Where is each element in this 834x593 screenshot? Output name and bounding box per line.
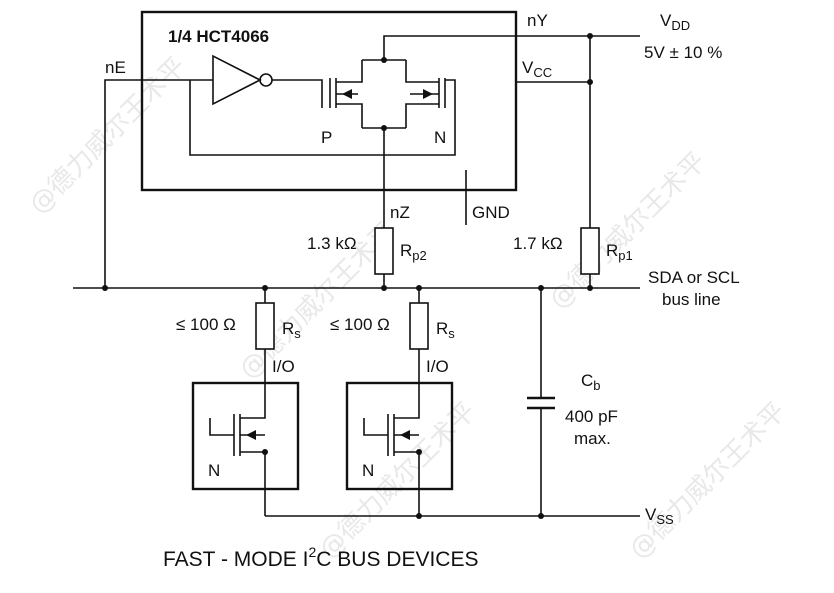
device-1-box <box>191 381 300 491</box>
resistor-rs1 <box>255 302 275 350</box>
resistor-rp2 <box>374 227 394 275</box>
device-2-source-node <box>416 449 422 455</box>
device-2-box <box>345 381 454 491</box>
vss-node-device2 <box>416 513 422 519</box>
cap-label: Cb <box>581 371 601 393</box>
rp1-label: Rp1 <box>606 241 633 263</box>
device-1-n-label: N <box>208 461 220 480</box>
bus-node-rp2 <box>381 285 387 291</box>
watermark-4: @德力威尔王术平 <box>624 397 792 565</box>
io2-label: I/O <box>426 357 449 376</box>
resistor-rp1 <box>580 227 600 275</box>
bus-label-line1: SDA or SCL <box>648 268 740 287</box>
watermark-5: @德力威尔王术平 <box>314 397 482 565</box>
resistor-rs2 <box>409 302 429 350</box>
rp1-value: 1.7 kΩ <box>513 234 563 253</box>
pin-ne-label: nE <box>105 58 126 77</box>
cap-value-line2: max. <box>574 429 611 448</box>
pin-nz-label: nZ <box>390 203 410 222</box>
bus-node-ne <box>102 285 108 291</box>
vss-node-cap <box>538 513 544 519</box>
fet-p-label: P <box>321 128 332 147</box>
pin-gnd-label: GND <box>472 203 510 222</box>
pin-ny-label: nY <box>527 11 548 30</box>
rp2-value: 1.3 kΩ <box>307 234 357 253</box>
pin-vcc-label: VCC <box>522 58 552 80</box>
vss-label: VSS <box>645 505 674 527</box>
rp2-label: Rp2 <box>400 241 427 263</box>
device-1-source-node <box>262 449 268 455</box>
device-1-nfet <box>209 349 266 516</box>
ic-part-label: 1/4 HCT4066 <box>168 27 269 46</box>
diagram-title: FAST - MODE I2C BUS DEVICES <box>163 544 478 571</box>
vdd-label: VDD <box>660 11 690 33</box>
p-gate-wire <box>272 79 323 108</box>
io1-label: I/O <box>272 357 295 376</box>
ic-package-box <box>140 10 518 192</box>
device-2-n-label: N <box>362 461 374 480</box>
inverter-symbol <box>212 54 273 106</box>
bus-node-rp1 <box>587 285 593 291</box>
n-fet-symbol <box>405 60 446 128</box>
fet-n-label: N <box>434 128 446 147</box>
rs2-label: Rs <box>436 319 455 341</box>
rs1-label: Rs <box>282 319 301 341</box>
vdd-value: 5V ± 10 % <box>644 43 722 62</box>
p-fet-symbol <box>329 60 363 128</box>
bus-label-line2: bus line <box>662 290 721 309</box>
ne-wire <box>104 79 213 286</box>
rs1-value: ≤ 100 Ω <box>176 315 236 334</box>
n-gate-wire <box>189 79 456 156</box>
cap-value-line1: 400 pF <box>565 407 618 426</box>
rs2-value: ≤ 100 Ω <box>330 315 390 334</box>
ny-wire <box>383 35 640 60</box>
